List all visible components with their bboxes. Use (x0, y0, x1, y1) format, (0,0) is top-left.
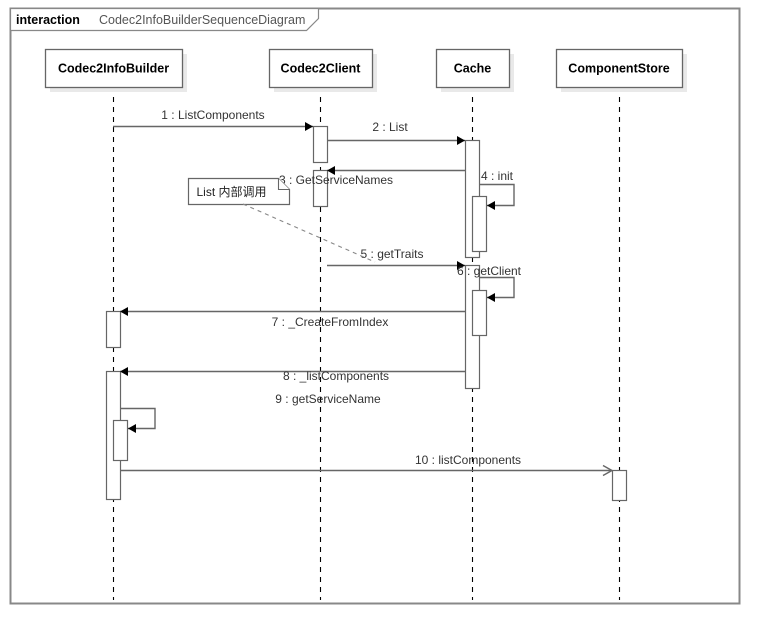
message-labels-group: 1 : ListComponents 2 : List 3 : GetService… (161, 108, 521, 467)
note-list-internal-call-connector (242, 203, 376, 263)
lifelines-group (112, 87, 621, 600)
notes-group: List 内部调用 (187, 177, 376, 263)
participant-box-componentstore[interactable] (555, 48, 684, 89)
message-1-arrowhead (305, 122, 313, 131)
message-7-arrowhead (120, 307, 128, 316)
message-label-2: 2 : List (372, 120, 408, 134)
note-list-internal-call-text: List 内部调用 (197, 184, 267, 199)
participant-label-componentstore: ComponentStore (568, 62, 669, 76)
note-list-internal-call (187, 177, 291, 206)
participant-boxes-group: Codec2InfoBuilder Codec2Client Cache Compon… (44, 48, 687, 92)
message-label-4: 4 : init (481, 169, 514, 183)
message-9-line[interactable] (120, 407, 156, 430)
message-label-3: 3 : GetServiceNames (279, 173, 393, 187)
activation-bar-act-client-2 (312, 169, 329, 208)
message-2-arrowhead (457, 136, 465, 145)
message-label-9: 9 : getServiceName (275, 392, 381, 406)
message-10-arrowhead (602, 464, 614, 477)
interaction-keyword-label: interaction (16, 13, 80, 27)
activation-bar-act-client-1 (312, 125, 329, 164)
message-label-5: 5 : getTraits (361, 247, 424, 261)
participant-label-cache: Cache (454, 62, 492, 76)
diagram-title: Codec2InfoBuilderSequenceDiagram (99, 13, 305, 27)
message-label-10: 10 : listComponents (415, 453, 521, 467)
interaction-frame (9, 7, 741, 605)
message-4-arrowhead (487, 201, 495, 210)
activation-bar-act-cache-1-self (471, 195, 488, 253)
participant-box-codec2infobuilder[interactable] (44, 48, 184, 89)
message-4-line[interactable] (479, 183, 515, 207)
message-label-6: 6 : getClient (457, 264, 522, 278)
message-3-arrowhead (327, 166, 335, 175)
messages-group (113, 122, 614, 477)
message-8-arrowhead (120, 367, 128, 376)
message-9-arrowhead (128, 424, 136, 433)
message-label-1: 1 : ListComponents (161, 108, 264, 122)
activation-bar-act-builder-1 (105, 310, 122, 349)
message-label-7: 7 : _CreateFromIndex (272, 315, 389, 329)
note-list-internal-call-fold (277, 178, 290, 191)
participant-label-codec2client: Codec2Client (281, 62, 362, 76)
message-6-line[interactable] (479, 276, 515, 299)
participant-box-cache[interactable] (435, 48, 511, 89)
interaction-frame-tab (9, 7, 320, 32)
activation-bar-act-store-1 (611, 469, 628, 502)
activation-bar-act-builder-2-self (112, 419, 129, 462)
message-5-arrowhead (457, 261, 465, 270)
message-6-arrowhead (487, 293, 495, 302)
message-label-8: 8 : _listComponents (283, 369, 389, 383)
activation-bar-act-cache-2-self (471, 289, 488, 337)
activation-bars-group (105, 125, 628, 502)
participant-box-codec2client[interactable] (268, 48, 374, 89)
participant-label-codec2infobuilder: Codec2InfoBuilder (58, 62, 169, 76)
